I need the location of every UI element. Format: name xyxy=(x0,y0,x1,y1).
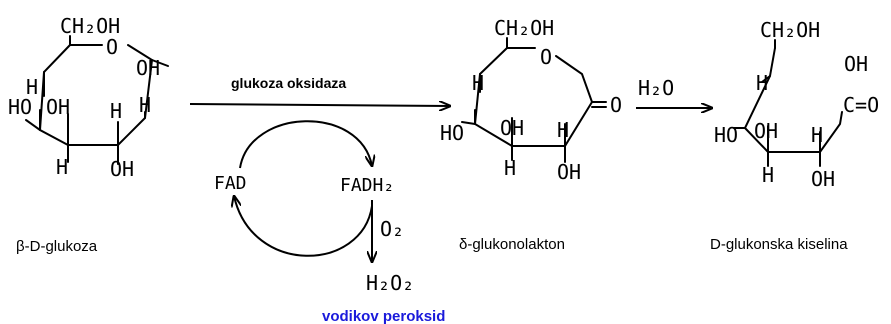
acid-molecule: CH₂OH OH H C=O HO OH H H OH D-glukonska … xyxy=(710,18,879,253)
acid-ho-c4: HO xyxy=(714,123,738,147)
glucose-h-c1: H xyxy=(139,93,151,117)
glucose-oh-c1: OH xyxy=(136,56,160,80)
lactone-ring-o: O xyxy=(540,45,552,69)
fad-cycle: FAD FADH₂ O₂ H₂O₂ vodikov peroksid xyxy=(214,120,445,324)
glucose-molecule: CH₂OH O OH H H HO OH H H OH β-D-glukoza xyxy=(8,14,169,255)
water-label: H₂O xyxy=(638,76,674,100)
lactone-h-c2: H xyxy=(557,118,569,142)
lactone-ring-bonds xyxy=(473,47,594,147)
glucose-h-c5: H xyxy=(26,75,38,99)
glucose-h-c4: H xyxy=(56,155,68,179)
lactone-ch2oh: CH₂OH xyxy=(494,16,554,40)
acid-oh-c2: OH xyxy=(811,167,835,191)
lactone-carbonyl-o: O xyxy=(610,93,622,117)
lactone-name: δ-glukonolakton xyxy=(459,236,565,253)
cycle-lower-arrow xyxy=(234,196,373,257)
acid-ch2oh: CH₂OH xyxy=(760,18,820,42)
fadh2-label: FADH₂ xyxy=(340,175,394,196)
acid-h-c2: H xyxy=(811,123,823,147)
acid-name: D-glukonska kiselina xyxy=(710,236,848,253)
glucose-h-c2: H xyxy=(110,99,122,123)
peroxide-name: vodikov peroksid xyxy=(322,308,445,324)
fad-label: FAD xyxy=(214,173,247,194)
acid-oh-c3: OH xyxy=(754,119,778,143)
acid-h-c4: H xyxy=(762,163,774,187)
lactone-ho-c4: HO xyxy=(440,121,464,145)
acid-oh-top: OH xyxy=(844,52,868,76)
peroxide-formula: H₂O₂ xyxy=(366,271,414,295)
lactone-h-c4: H xyxy=(504,156,516,180)
main-reaction-arrow xyxy=(189,104,450,106)
lactone-molecule: CH₂OH O H O HO OH H H OH δ-glukonolakton xyxy=(440,16,622,253)
glucose-substituent-bonds xyxy=(25,35,169,165)
glucose-name: β-D-glukoza xyxy=(16,238,98,255)
acid-h-c5: H xyxy=(756,71,768,95)
lactone-h-c5: H xyxy=(472,71,484,95)
enzyme-label: glukoza oksidaza xyxy=(231,75,346,91)
glucose-ring-o: O xyxy=(106,35,118,59)
lactone-substituent-bonds xyxy=(461,37,607,163)
lactone-oh-c2: OH xyxy=(557,160,581,184)
glucose-ch2oh: CH₂OH xyxy=(60,14,120,38)
glucose-ho-c4: HO xyxy=(8,95,32,119)
cycle-upper-arrow xyxy=(239,120,372,169)
acid-carbonyl: C=O xyxy=(843,93,879,117)
glucose-oh-c3: OH xyxy=(46,95,70,119)
glucose-oh-c2: OH xyxy=(110,157,134,181)
acid-substituent-bonds xyxy=(733,39,821,167)
lactone-oh-c3: OH xyxy=(500,116,524,140)
oxygen-label: O₂ xyxy=(380,217,404,241)
